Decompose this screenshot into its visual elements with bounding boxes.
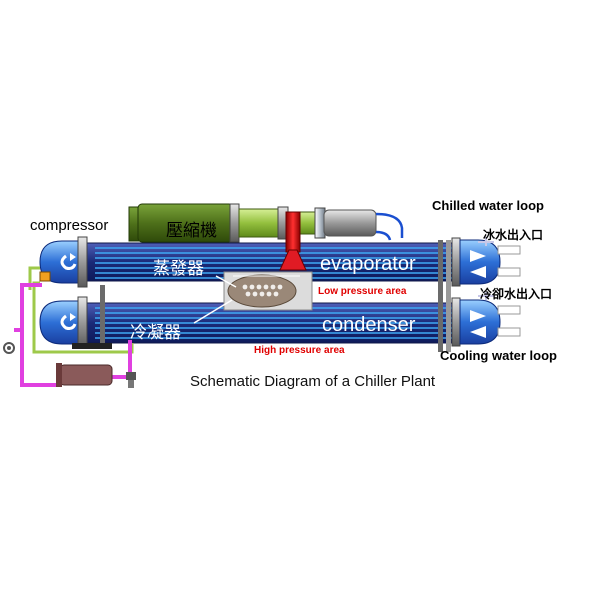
sight-glass (3, 342, 15, 354)
condenser-cn-label: 冷凝器 (130, 323, 181, 343)
ice-water-io-label: 冰水出入口 (483, 228, 544, 242)
condenser-right-head (451, 297, 501, 347)
compressor-cn-label: 壓縮機 (166, 221, 217, 241)
condenser-left-head (39, 296, 88, 348)
evaporator-right-head (451, 237, 501, 287)
chilled-water-nozzles (478, 237, 521, 277)
diagram-caption: Schematic Diagram of a Chiller Plant (190, 373, 436, 390)
compressor-label: compressor (30, 217, 109, 234)
cooling-water-io-label: 冷卻水出入口 (480, 287, 553, 301)
cooling-water-nozzles (478, 292, 521, 337)
support-frame (72, 240, 451, 352)
evaporator-label: evaporator (320, 253, 416, 275)
chilled-water-loop-label: Chilled water loop (432, 198, 544, 213)
callout-line (215, 275, 237, 288)
valve (126, 372, 136, 388)
callout-line-2 (193, 299, 233, 324)
low-pressure-label: Low pressure area (318, 286, 407, 297)
cooling-water-loop-label: Cooling water loop (440, 348, 557, 363)
condenser-label: condenser (322, 314, 416, 336)
evaporator-cn-label: 蒸發器 (153, 259, 204, 279)
cutaway-view (223, 271, 313, 311)
high-pressure-label: High pressure area (254, 345, 345, 356)
compressor-unit (128, 203, 404, 243)
oil-pump (56, 363, 113, 387)
suction-pipe (279, 211, 307, 271)
